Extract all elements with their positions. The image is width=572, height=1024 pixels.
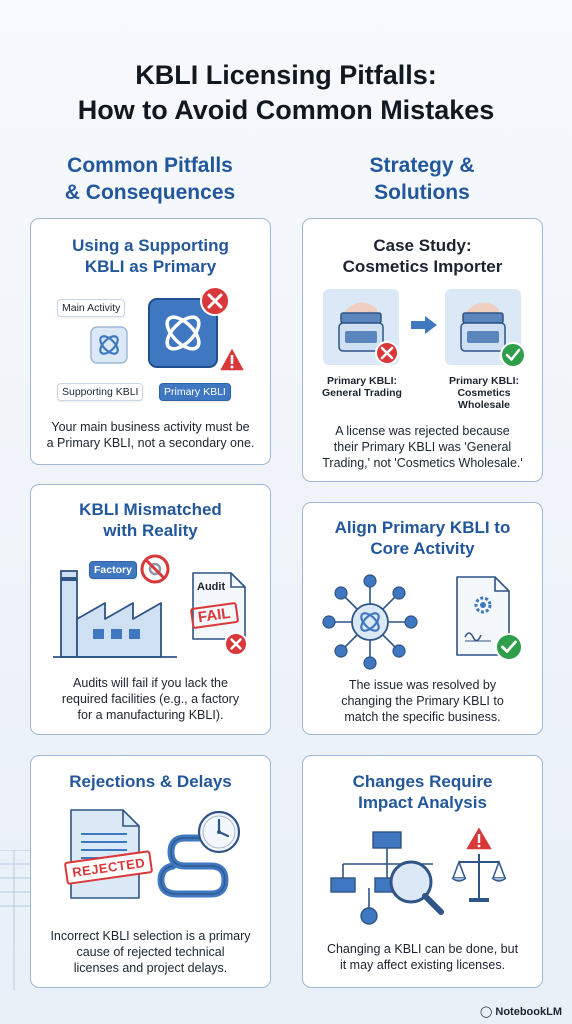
card-description-line: it may affect existing licenses. bbox=[339, 958, 506, 972]
card-description-line: Incorrect KBLI selection is a primary bbox=[50, 929, 251, 943]
no-factory-icon bbox=[140, 554, 170, 584]
card-title-line: Case Study: bbox=[373, 236, 472, 255]
org-chart-icon bbox=[330, 831, 444, 925]
card-title-line: Align Primary KBLI to bbox=[334, 518, 511, 537]
card-description-line: licenses and project delays. bbox=[73, 961, 228, 975]
card-title-line: Core Activity bbox=[370, 539, 475, 558]
label-line: Primary KBLI: bbox=[326, 375, 398, 387]
card-description: Audits will fail if you lack the require… bbox=[37, 675, 264, 723]
label-line: Cosmetics bbox=[457, 387, 511, 399]
card-description: A license was rejected because their Pri… bbox=[309, 423, 536, 471]
card-title-line: Cosmetics Importer bbox=[342, 257, 503, 276]
card-description-line: match the specific business. bbox=[344, 710, 501, 724]
card-description: Changing a KBLI can be done, but it may … bbox=[309, 941, 536, 973]
title-line-2: How to Avoid Common Mistakes bbox=[77, 95, 495, 125]
audit-document-icon bbox=[192, 572, 246, 640]
right-heading-line-1: Strategy & bbox=[369, 154, 475, 177]
watermark-text: NotebookLM bbox=[495, 1006, 562, 1018]
cosmetics-jar-rejected-icon bbox=[323, 289, 399, 365]
arrow-right-icon bbox=[411, 316, 437, 334]
error-x-icon bbox=[200, 286, 230, 316]
card-description-line: cause of rejected technical bbox=[76, 945, 225, 959]
card-title-line: Impact Analysis bbox=[358, 793, 487, 812]
cosmetics-jar-approved-icon bbox=[445, 289, 526, 368]
card-description-line: for a manufacturing KBLI). bbox=[77, 708, 224, 722]
label-line: General Trading bbox=[322, 387, 402, 399]
card-description: The issue was resolved by changing the P… bbox=[309, 677, 536, 725]
card-title-line: Using a Supporting bbox=[72, 236, 229, 255]
card-title-line: with Reality bbox=[103, 521, 198, 540]
card-description-line: changing the Primary KBLI to bbox=[341, 694, 504, 708]
right-heading-line-2: Solutions bbox=[374, 181, 470, 204]
notebooklm-logo-icon: ◯ bbox=[480, 1006, 493, 1018]
card-case-study: Case Study: Cosmetics Importer Primary K… bbox=[302, 218, 543, 482]
right-column-heading: Strategy & Solutions bbox=[292, 152, 552, 206]
card-align-primary: Align Primary KBLI to Core Activity bbox=[302, 502, 543, 735]
factory-icon bbox=[53, 570, 177, 658]
card-description-line: Changing a KBLI can be done, but bbox=[326, 942, 519, 956]
label-line: Wholesale bbox=[458, 399, 510, 411]
card-title: Rejections & Delays bbox=[31, 771, 270, 792]
error-x-icon bbox=[224, 632, 248, 656]
card-rejections-delays: Rejections & Delays REJECTED Incorrect K… bbox=[30, 755, 271, 988]
card-title-line: Rejections & Delays bbox=[69, 772, 232, 791]
card-description-line: required facilities (e.g., a factory bbox=[61, 692, 240, 706]
balance-scale-icon bbox=[451, 825, 507, 902]
left-heading-line-2: & Consequences bbox=[64, 181, 236, 204]
primary-kbli-icon bbox=[148, 298, 218, 368]
card-description-line: their Primary KBLI was 'General bbox=[333, 440, 512, 454]
audit-label: Audit bbox=[197, 581, 226, 593]
card-title-line: KBLI as Primary bbox=[84, 257, 217, 276]
warning-triangle-icon bbox=[218, 346, 246, 372]
card-description: Incorrect KBLI selection is a primary ca… bbox=[37, 928, 264, 976]
card-title-line: KBLI Mismatched bbox=[79, 500, 222, 519]
card-title-line: Changes Require bbox=[352, 772, 493, 791]
main-activity-label: Main Activity bbox=[57, 299, 126, 317]
card-title: Changes Require Impact Analysis bbox=[303, 771, 542, 813]
decorative-lines bbox=[0, 850, 30, 990]
left-jar-label: Primary KBLI: General Trading bbox=[317, 375, 407, 399]
clock-delay-icon bbox=[157, 810, 241, 898]
approved-document-icon bbox=[456, 576, 523, 661]
card-impact-analysis: Changes Require Impact Analysis Changing… bbox=[302, 755, 543, 988]
card-description-line: Audits will fail if you lack the bbox=[73, 676, 228, 690]
card-title: Using a Supporting KBLI as Primary bbox=[31, 235, 270, 277]
label-line: Primary KBLI: bbox=[448, 375, 520, 387]
right-jar-label: Primary KBLI: Cosmetics Wholesale bbox=[439, 375, 529, 411]
left-heading-line-1: Common Pitfalls bbox=[67, 154, 233, 177]
supporting-kbli-label: Supporting KBLI bbox=[57, 383, 144, 401]
card-title: KBLI Mismatched with Reality bbox=[31, 499, 270, 541]
card-description-line: a Primary KBLI, not a secondary one. bbox=[46, 436, 255, 450]
title-line-1: KBLI Licensing Pitfalls: bbox=[135, 60, 437, 90]
card-description-line: A license was rejected because bbox=[335, 424, 510, 438]
card-title: Align Primary KBLI to Core Activity bbox=[303, 517, 542, 559]
infographic-title: KBLI Licensing Pitfalls: How to Avoid Co… bbox=[0, 58, 572, 128]
left-column-heading: Common Pitfalls & Consequences bbox=[20, 152, 280, 206]
card-description-line: Trading,' not 'Cosmetics Wholesale.' bbox=[322, 456, 523, 470]
supporting-kbli-icon bbox=[90, 326, 128, 364]
primary-kbli-label: Primary KBLI bbox=[159, 383, 231, 401]
factory-tag: Factory bbox=[89, 561, 137, 579]
card-supporting-as-primary: Using a Supporting KBLI as Primary Main … bbox=[30, 218, 271, 465]
card-description-line: The issue was resolved by bbox=[348, 678, 497, 692]
network-hub-icon bbox=[322, 574, 418, 670]
card-kbli-mismatch: KBLI Mismatched with Reality Factory Aud… bbox=[30, 484, 271, 735]
card-title: Case Study: Cosmetics Importer bbox=[303, 235, 542, 277]
card-description: Your main business activity must be a Pr… bbox=[37, 419, 264, 451]
card-description-line: Your main business activity must be bbox=[51, 420, 250, 434]
notebooklm-watermark: ◯ NotebookLM bbox=[480, 1005, 562, 1018]
